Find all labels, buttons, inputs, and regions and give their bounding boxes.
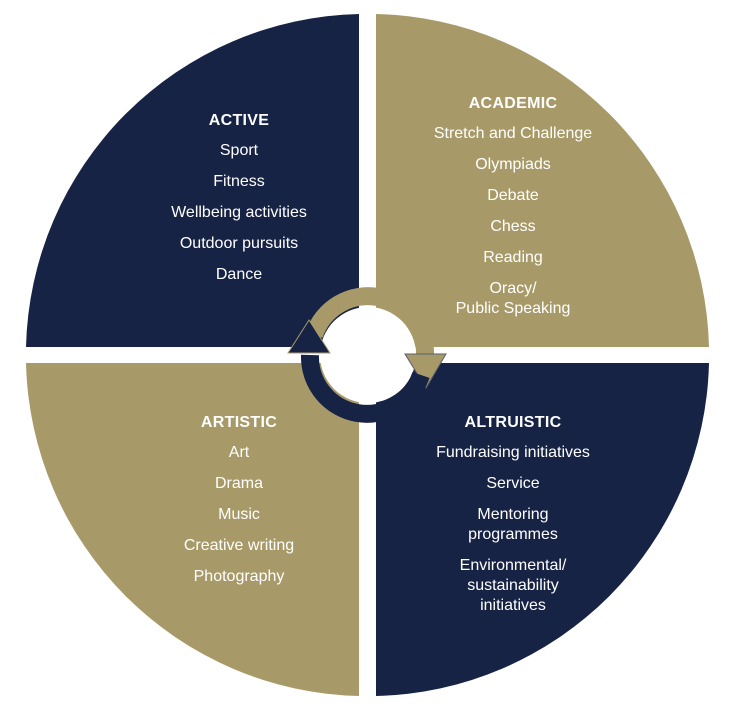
- artistic-item: Drama: [214, 475, 263, 492]
- artistic-item: Music: [218, 506, 260, 523]
- cycle-arrows-icon: [287, 287, 447, 423]
- altruistic-title: ALTRUISTIC: [464, 414, 562, 431]
- altruistic-block: ALTRUISTIC Fundraising initiatives Servi…: [383, 413, 643, 627]
- gold-arrowhead-icon: [404, 353, 447, 389]
- navy-arrowhead-icon: [287, 319, 331, 354]
- academic-item: Stretch and Challenge: [433, 125, 593, 142]
- active-item: Wellbeing activities: [171, 204, 307, 221]
- artistic-item: Creative writing: [183, 537, 295, 554]
- active-item: Sport: [219, 142, 259, 159]
- altruistic-item: Environmental/ sustainability initiative…: [459, 557, 567, 614]
- artistic-block: ARTISTIC Art Drama Music Creative writin…: [109, 413, 369, 598]
- active-title: ACTIVE: [208, 112, 270, 129]
- artistic-title: ARTISTIC: [200, 414, 278, 431]
- academic-item: Reading: [483, 249, 543, 266]
- academic-item: Olympiads: [475, 156, 551, 173]
- navy-arc-arrow: [300, 354, 430, 423]
- academic-item: Debate: [487, 187, 539, 204]
- active-item: Dance: [215, 266, 263, 283]
- altruistic-item: Fundraising initiatives: [436, 444, 590, 461]
- quadrant-active: [26, 14, 359, 347]
- gold-arc-arrow: [305, 287, 435, 356]
- altruistic-item: Mentoring programmes: [468, 506, 558, 543]
- academic-item: Oracy/ Public Speaking: [455, 280, 571, 317]
- academic-block: ACADEMIC Stretch and Challenge Olympiads…: [383, 94, 643, 330]
- altruistic-item: Service: [486, 475, 540, 492]
- artistic-item: Art: [228, 444, 250, 461]
- active-item: Fitness: [213, 173, 265, 190]
- active-block: ACTIVE Sport Fitness Wellbeing activitie…: [109, 111, 369, 296]
- active-item: Outdoor pursuits: [179, 235, 299, 252]
- quadrant-academic: [376, 14, 709, 347]
- quadrant-altruistic: [376, 363, 709, 696]
- artistic-item: Photography: [193, 568, 285, 585]
- academic-item: Chess: [490, 218, 536, 235]
- quadrant-artistic: [26, 363, 359, 696]
- academic-title: ACADEMIC: [468, 95, 558, 112]
